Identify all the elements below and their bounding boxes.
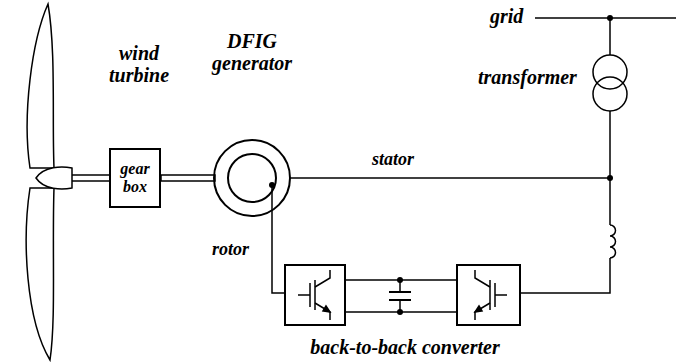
gearbox-box: gear box: [109, 148, 161, 208]
shaft-line: [72, 180, 110, 182]
converter-wire: [520, 258, 610, 293]
wire-label: rotor: [212, 240, 249, 260]
turbine-hub: [36, 167, 72, 189]
grid-line: [535, 17, 676, 19]
drive-shaft: [161, 175, 215, 181]
stator-wire: [290, 177, 610, 179]
turbine-blade: [27, 4, 54, 168]
grid-label: grid: [490, 5, 523, 27]
grid-wire: [609, 111, 611, 225]
igbt-symbol: [475, 270, 507, 320]
grid-wire: [609, 18, 611, 55]
wire-label: stator: [372, 150, 414, 170]
turbine-shaft: [72, 175, 110, 181]
transformer-winding: [593, 77, 627, 111]
generator-node: DFIG generator: [199, 30, 305, 218]
generator-symbol: [212, 138, 292, 218]
junction-dot: [607, 15, 613, 21]
rotor-circle: [228, 154, 276, 202]
capacitor-plate: [389, 299, 411, 301]
junction-dots: [269, 15, 613, 315]
junction-dot: [397, 309, 403, 315]
turbine-blade: [26, 188, 54, 360]
node-text: DFIG generator: [202, 30, 302, 74]
igbt-symbol: [298, 270, 330, 320]
turbine-figure: [26, 4, 72, 360]
transformer-winding: [593, 55, 627, 89]
node-text: gear box: [113, 160, 157, 195]
capacitor-plate: [389, 291, 411, 293]
wiring: [272, 18, 676, 325]
junction-dot: [607, 175, 613, 181]
turbine-label: wind turbine: [98, 42, 180, 86]
junction-dot: [397, 277, 403, 283]
converter-box: [457, 265, 520, 325]
stator-circle: [214, 140, 290, 216]
converter-label: back-to-back converter: [285, 336, 525, 358]
component-label: transformer: [478, 66, 577, 88]
shaft-line: [72, 174, 110, 176]
inductor-symbol: [610, 225, 616, 258]
converter-box: [285, 265, 345, 325]
